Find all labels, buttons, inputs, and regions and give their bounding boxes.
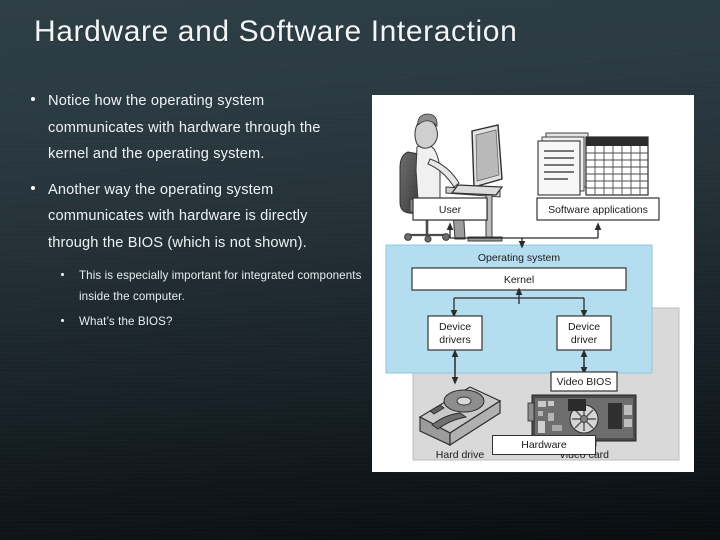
bullet-dot-icon	[61, 273, 64, 276]
bullet-dot-icon	[31, 97, 35, 101]
operating-system-label: Operating system	[478, 252, 561, 264]
kernel-box-label: Kernel	[504, 274, 534, 286]
software-applications-box-rect	[536, 197, 660, 221]
page-title: Hardware and Software Interaction	[34, 15, 518, 48]
bullet-dot-icon	[61, 319, 64, 322]
hard-disk-drive-icon	[418, 386, 502, 447]
list-item: Notice how the operating system communic…	[26, 88, 362, 168]
hardware-box-label: Hardware	[521, 439, 567, 451]
list-item: Another way the operating system communi…	[26, 177, 362, 257]
connector-drivers-to-hardware	[451, 349, 588, 385]
hard-drive-label: Hard drive	[436, 449, 485, 461]
bullet-text: This is especially important for integra…	[79, 269, 362, 303]
bullet-list: Notice how the operating system communic…	[26, 88, 362, 336]
list-item: What’s the BIOS?	[49, 311, 362, 332]
hardware-box: Hardware	[492, 435, 596, 455]
bullet-text: What’s the BIOS?	[79, 315, 173, 328]
hardware-software-interaction-diagram: User Software applications Operating sys…	[372, 95, 694, 472]
bullet-dot-icon	[31, 185, 35, 190]
user-box-rect	[412, 197, 488, 221]
connector-kernel-to-drivers	[450, 287, 588, 318]
connector-os-to-top	[446, 222, 602, 249]
video-card-icon	[527, 394, 637, 447]
bullet-text: Another way the operating system communi…	[48, 181, 308, 251]
device-driver-box-label-line1: Device	[568, 321, 600, 333]
software-applications-box-label: Software applications	[548, 204, 648, 216]
device-drivers-box-label-line2: drivers	[439, 334, 471, 346]
sub-bullet-group: This is especially important for integra…	[26, 265, 362, 332]
diagram-image-panel: User Software applications Operating sys…	[372, 95, 694, 472]
spreadsheet-window-icon	[585, 136, 649, 196]
documents-and-spreadsheet-icon	[537, 132, 589, 196]
device-drivers-box-label-line1: Device	[439, 321, 471, 333]
device-drivers-box-rect	[427, 315, 483, 351]
video-bios-box-rect	[550, 371, 618, 392]
video-bios-box-label: Video BIOS	[557, 376, 612, 388]
device-driver-box-label-line2: driver	[571, 334, 598, 346]
list-item: This is especially important for integra…	[49, 265, 362, 307]
bullet-text: Notice how the operating system communic…	[48, 93, 321, 162]
operating-system-layer	[385, 244, 653, 374]
user-box-label: User	[439, 204, 462, 216]
